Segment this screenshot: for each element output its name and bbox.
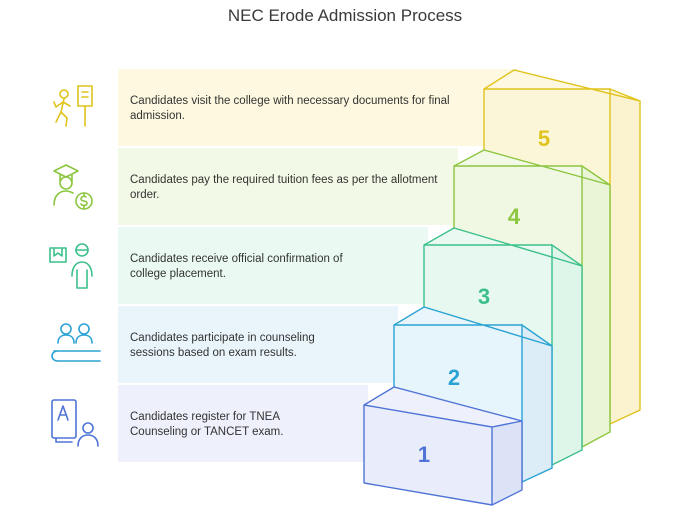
step-4-description: Candidates pay the required tuition fees…: [130, 174, 438, 201]
confirmation-icon: [49, 243, 93, 289]
step-3-band: [118, 227, 428, 304]
step-4-number: 4: [508, 204, 521, 229]
step-3-number: 3: [478, 284, 490, 309]
step-5-band: [118, 69, 518, 146]
step-2-band: [118, 306, 398, 383]
step-3-description: Candidates receive official confirmation…: [130, 253, 343, 280]
graduate-fee-icon: [53, 164, 93, 210]
step-1-description: Candidates register for TNEA Counseling …: [130, 411, 284, 438]
counseling-group-icon: [51, 323, 101, 362]
step-5-number: 5: [538, 126, 550, 151]
step-1-number: 1: [418, 442, 430, 467]
diagram-title: NEC Erode Admission Process: [227, 6, 463, 25]
step-4-band: [118, 148, 458, 225]
step-5-description: Candidates visit the college with necess…: [130, 95, 450, 122]
step-2-number: 2: [448, 365, 460, 390]
visit-college-icon: [53, 85, 93, 127]
step-2-description: Candidates participate in counseling ses…: [130, 332, 315, 359]
step-1-band: [118, 385, 368, 462]
exam-profile-icon: [51, 399, 99, 447]
step-1-block: 1: [363, 386, 523, 506]
